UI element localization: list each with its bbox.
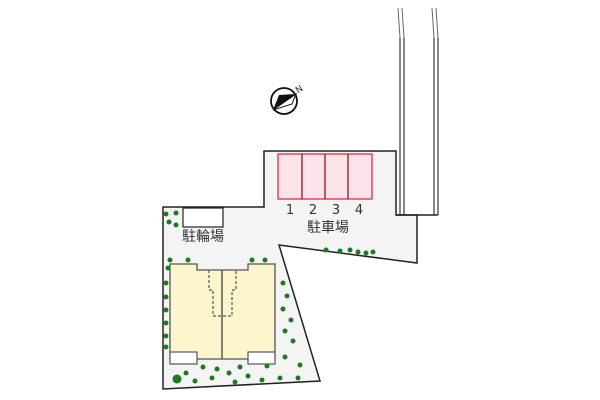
bicycle-parking-area — [182, 207, 224, 228]
parking-space-number-1: 1 — [286, 203, 294, 218]
parking-space-2 — [301, 153, 326, 200]
parking-space-1 — [277, 153, 303, 200]
bicycle-parking-label: 駐輪場 — [182, 228, 224, 245]
parking-label: 駐車場 — [307, 219, 349, 236]
parking-spaces — [277, 153, 373, 200]
parking-space-3 — [324, 153, 349, 200]
road — [397, 7, 439, 215]
parking-space-number-2: 2 — [309, 203, 317, 218]
parking-space-number-3: 3 — [332, 203, 340, 218]
parking-space-4 — [347, 153, 373, 200]
trees — [163, 210, 376, 385]
parking-space-number-4: 4 — [355, 203, 363, 218]
building — [169, 263, 276, 365]
north-label: N — [294, 84, 305, 96]
north-arrow-icon: N — [270, 84, 305, 115]
